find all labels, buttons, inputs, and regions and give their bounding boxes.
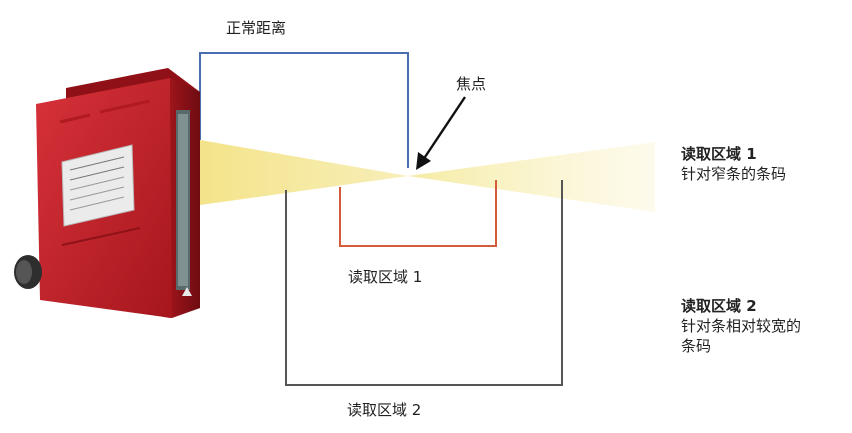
legend-zone-2-desc-line-1: 针对条相对较宽的 — [681, 317, 802, 335]
legend-zone-1: 读取区域 1 针对窄条的条码 — [681, 144, 786, 184]
barcode-scanner-icon — [14, 68, 200, 318]
legend-zone-2: 读取区域 2 针对条相对较宽的 条码 — [681, 296, 801, 356]
reading-zone-1-inline-label: 读取区域 1 — [348, 268, 423, 286]
normal-distance-label: 正常距离 — [226, 19, 287, 37]
beam-cone-far — [408, 142, 655, 212]
focus-arrow-head — [416, 152, 431, 170]
beam-cone-near — [200, 140, 408, 205]
reading-zone-2-inline-label: 读取区域 2 — [347, 401, 422, 419]
focus-arrow — [422, 96, 466, 161]
legend-zone-1-title: 读取区域 1 — [681, 145, 757, 163]
reading-zone-2-bracket — [285, 180, 563, 386]
legend-zone-1-desc: 针对窄条的条码 — [681, 165, 787, 183]
legend-zone-2-title: 读取区域 2 — [681, 297, 757, 315]
reading-zone-1-bracket — [339, 180, 497, 247]
legend-zone-2-desc-line-2: 条码 — [681, 337, 712, 355]
focus-label: 焦点 — [456, 75, 487, 93]
